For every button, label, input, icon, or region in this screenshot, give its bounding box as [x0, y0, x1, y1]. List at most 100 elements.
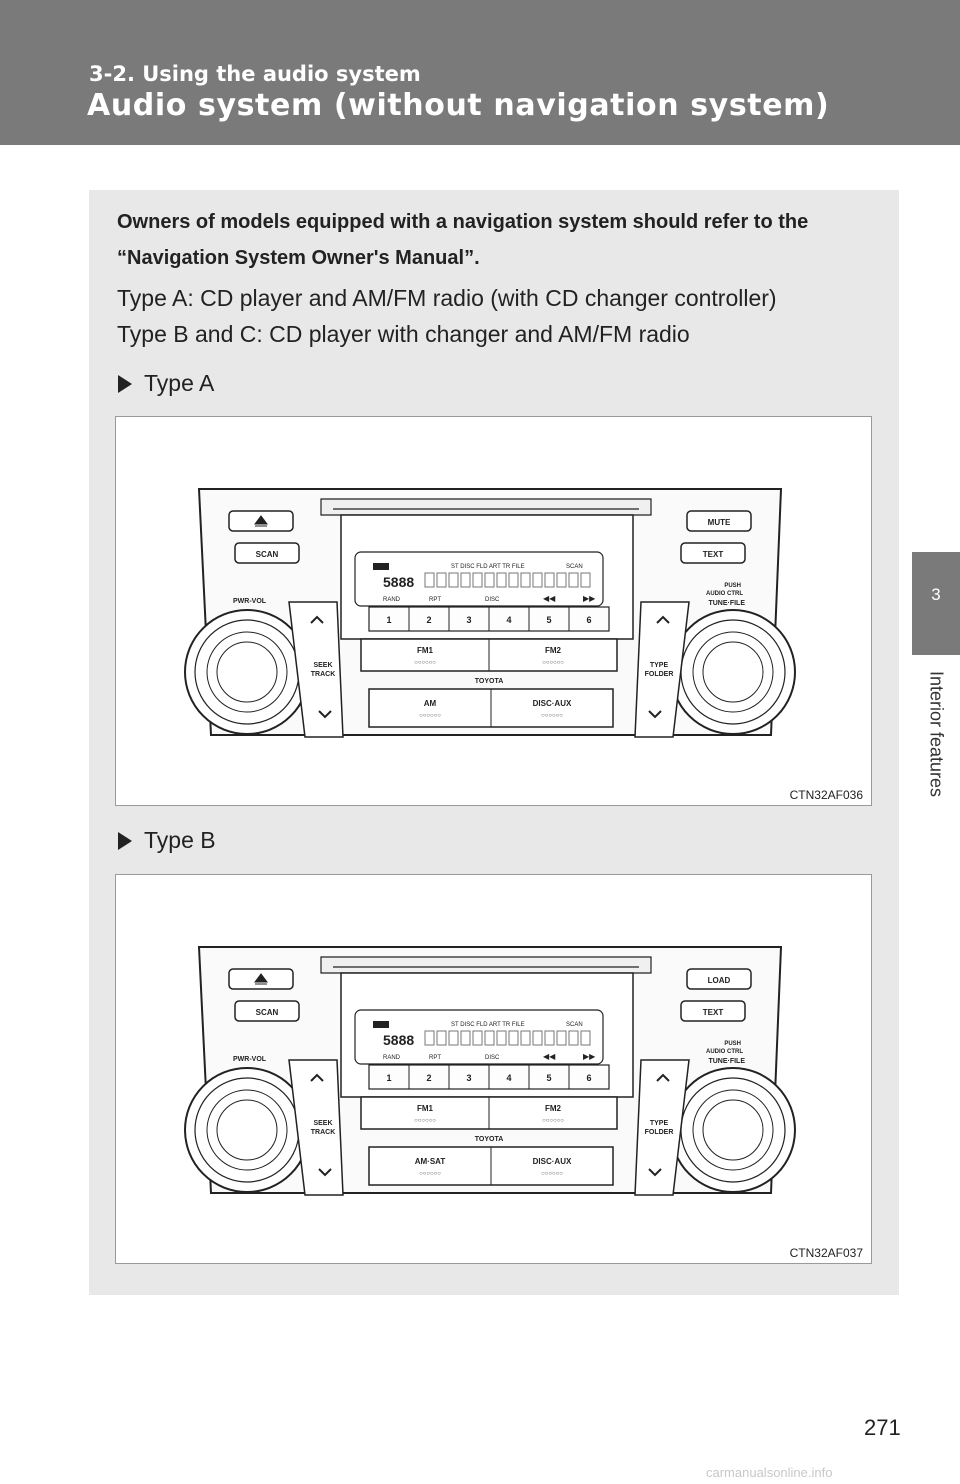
preset-button-6[interactable]: 6: [586, 615, 591, 625]
type-folder-rocker[interactable]: [634, 601, 690, 738]
am-sat-button[interactable]: AM·SAT: [415, 1157, 446, 1166]
seek-up-icon: [310, 1073, 324, 1082]
tune-file-label: TUNE·FILE: [708, 600, 745, 607]
figure-code: CTN32AF036: [789, 788, 863, 802]
svg-text:◀◀: ◀◀: [543, 1052, 556, 1061]
type-a-audio-unit-illustration: ST DISC FLD ART TR FILE SCAN 5888 RAND R…: [184, 488, 796, 738]
svg-text:▶▶: ▶▶: [583, 1052, 596, 1061]
seek-down-icon: [318, 710, 332, 719]
preset-button-5[interactable]: 5: [546, 1073, 551, 1083]
svg-text:SEEK: SEEK: [313, 1120, 332, 1127]
fm1-button[interactable]: FM1: [417, 646, 434, 655]
type-up-icon: [656, 1073, 670, 1082]
type-b-label-text: Type B: [144, 827, 216, 853]
page-title: Audio system (without navigation system): [87, 88, 830, 123]
svg-text:SCAN: SCAN: [256, 1008, 279, 1017]
svg-text:TYPE: TYPE: [650, 662, 669, 669]
svg-text:SCAN: SCAN: [256, 550, 279, 559]
preset-button-1[interactable]: 1: [386, 615, 391, 625]
disc-aux-button[interactable]: DISC·AUX: [533, 699, 572, 708]
display-indicators: ST DISC FLD ART TR FILE: [451, 1022, 525, 1028]
seek-down-icon: [318, 1168, 332, 1177]
svg-text:5888: 5888: [383, 574, 414, 590]
display-rpt: RPT: [429, 1055, 441, 1061]
fm2-button[interactable]: FM2: [545, 646, 562, 655]
type-a-figure: ST DISC FLD ART TR FILE SCAN 5888 RAND R…: [115, 416, 872, 806]
tune-file-label: TUNE·FILE: [708, 1058, 745, 1065]
svg-text:5888: 5888: [383, 1032, 414, 1048]
svg-text:TRACK: TRACK: [311, 671, 336, 678]
display-rand: RAND: [383, 597, 401, 603]
section-heading: 3-2. Using the audio system: [89, 62, 421, 86]
svg-text:TEXT: TEXT: [703, 1008, 724, 1017]
display-rpt: RPT: [429, 597, 441, 603]
disc-aux-button[interactable]: DISC·AUX: [533, 1157, 572, 1166]
svg-text:▶▶: ▶▶: [583, 594, 596, 603]
preset-button-2[interactable]: 2: [426, 1073, 431, 1083]
pwr-vol-knob[interactable]: [184, 1067, 310, 1193]
preset-button-6[interactable]: 6: [586, 1073, 591, 1083]
type-a-label: Type A: [118, 370, 214, 397]
svg-text:○○○○○○: ○○○○○○: [419, 1171, 441, 1177]
seek-track-rocker[interactable]: [288, 1059, 344, 1196]
text-button[interactable]: [680, 1000, 746, 1022]
figure-code: CTN32AF037: [789, 1246, 863, 1260]
svg-text:PUSH: PUSH: [724, 1041, 741, 1047]
svg-text:○○○○○○: ○○○○○○: [542, 1118, 564, 1124]
chapter-tab: [912, 552, 960, 655]
preset-button-4[interactable]: 4: [506, 1073, 511, 1083]
svg-text:○○○○○○: ○○○○○○: [541, 1171, 563, 1177]
type-b-figure: ST DISC FLD ART TR FILE SCAN 5888 RAND R…: [115, 874, 872, 1264]
seek-up-icon: [310, 615, 324, 624]
seek-track-rocker[interactable]: [288, 601, 344, 738]
navigation-note: Owners of models equipped with a navigat…: [117, 211, 809, 269]
display-indicators: ST DISC FLD ART TR FILE: [451, 564, 525, 570]
svg-text:FOLDER: FOLDER: [645, 1129, 674, 1136]
type-folder-rocker[interactable]: [634, 1059, 690, 1196]
am-button[interactable]: AM: [424, 699, 437, 708]
type-down-icon: [648, 710, 662, 719]
svg-text:○○○○○○: ○○○○○○: [419, 713, 441, 719]
scan-button[interactable]: [234, 542, 300, 564]
svg-text:AUDIO CTRL: AUDIO CTRL: [706, 591, 743, 597]
pwr-vol-knob[interactable]: [184, 609, 310, 735]
svg-text:AUDIO CTRL: AUDIO CTRL: [706, 1049, 743, 1055]
display-scan: SCAN: [566, 1022, 583, 1028]
brand-logo: TOYOTA: [475, 678, 504, 685]
fm1-button[interactable]: FM1: [417, 1104, 434, 1113]
svg-text:○○○○○○: ○○○○○○: [541, 713, 563, 719]
svg-text:○○○○○○: ○○○○○○: [542, 660, 564, 666]
load-button[interactable]: [686, 968, 752, 990]
display-disc: DISC: [485, 1055, 500, 1061]
type-b-label: Type B: [118, 827, 216, 854]
svg-text:PUSH: PUSH: [724, 583, 741, 589]
preset-button-3[interactable]: 3: [466, 1073, 471, 1083]
tune-file-knob[interactable]: [670, 609, 796, 735]
preset-button-5[interactable]: 5: [546, 615, 551, 625]
preset-button-3[interactable]: 3: [466, 615, 471, 625]
scan-button[interactable]: [234, 1000, 300, 1022]
fm2-button[interactable]: FM2: [545, 1104, 562, 1113]
tune-file-knob[interactable]: [670, 1067, 796, 1193]
preset-button-1[interactable]: 1: [386, 1073, 391, 1083]
display-rand: RAND: [383, 1055, 401, 1061]
chapter-header: [0, 0, 960, 145]
svg-text:SEEK: SEEK: [313, 662, 332, 669]
svg-text:○○○○○○: ○○○○○○: [414, 1118, 436, 1124]
svg-text:TYPE: TYPE: [650, 1120, 669, 1127]
mute-button[interactable]: [686, 510, 752, 532]
type-down-icon: [648, 1168, 662, 1177]
pointer-arrow-icon: [118, 832, 132, 850]
svg-text:TRACK: TRACK: [311, 1129, 336, 1136]
display-scan: SCAN: [566, 564, 583, 570]
type-b-audio-unit-illustration: ST DISC FLD ART TR FILE SCAN 5888 RAND R…: [184, 946, 796, 1196]
watermark: carmanualsonline.info: [706, 1465, 833, 1480]
svg-text:MUTE: MUTE: [708, 518, 731, 527]
type-bc-description: Type B and C: CD player with changer and…: [117, 321, 690, 347]
preset-button-2[interactable]: 2: [426, 615, 431, 625]
svg-text:TEXT: TEXT: [703, 550, 724, 559]
svg-text:◀◀: ◀◀: [543, 594, 556, 603]
type-a-label-text: Type A: [144, 370, 215, 396]
text-button[interactable]: [680, 542, 746, 564]
preset-button-4[interactable]: 4: [506, 615, 511, 625]
